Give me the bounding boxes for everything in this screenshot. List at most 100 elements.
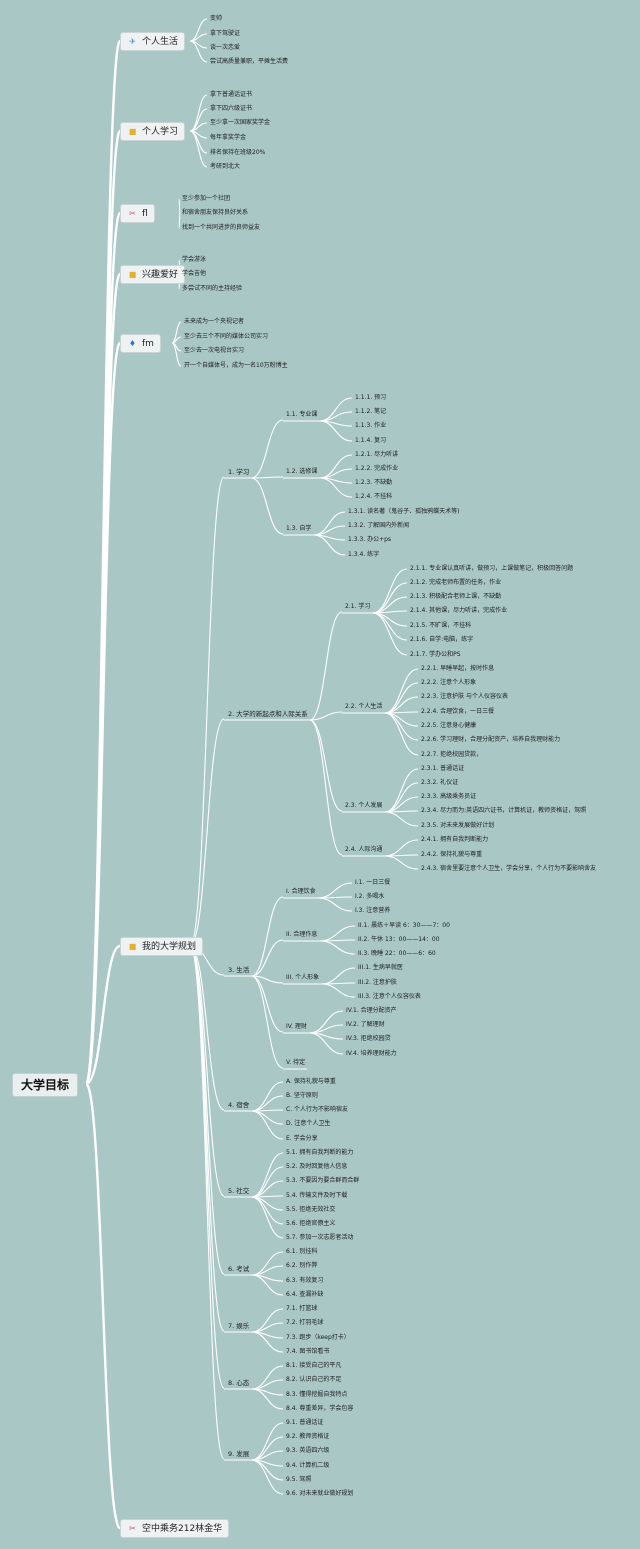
- plan-leaf-item: 6.3. 有效复习: [286, 1277, 324, 1284]
- plan-sub-label: 2.1. 学习: [345, 603, 371, 610]
- topic-t6[interactable]: ■ 我的大学规划: [120, 937, 204, 956]
- plan-leaf-item: 9.6. 对未来就业做好规划: [286, 1490, 354, 1497]
- connector-line: [251, 1095, 284, 1112]
- plan-leaf-item: II.3. 晚睡 22：00——6：60: [358, 950, 436, 957]
- plan-leaf-item: II.1. 晨练＋早读 6：30——7：00: [358, 922, 450, 929]
- connector-line: [251, 1110, 284, 1140]
- connector-line: [251, 476, 284, 479]
- plan-leaf-item: III.3. 注意个人仪容仪表: [358, 993, 421, 1000]
- topic-t1[interactable]: ✈个人生活: [120, 32, 186, 51]
- leaf-item: 至少参加一个社团: [182, 195, 231, 202]
- leaf-item: 至少去三个不同的媒体公司实习: [184, 333, 269, 340]
- connector-line: [317, 882, 353, 899]
- connector-line: [308, 1032, 344, 1055]
- plan-leaf-item: III.2. 注意护肤: [358, 979, 397, 986]
- plan-leaf-item: 1.1.2. 笔记: [355, 408, 387, 415]
- leaf-item: 未来成为一个央视记者: [184, 318, 245, 325]
- connector-line: [384, 668, 419, 714]
- plan-branch-label: 7. 娱乐: [228, 1322, 250, 1330]
- connector-line: [372, 612, 408, 641]
- plan-leaf-item: IV.1. 合理分配资产: [346, 1007, 397, 1014]
- connector-line: [251, 896, 284, 977]
- connector-line: [189, 945, 225, 1332]
- connector-line: [309, 719, 343, 856]
- connector-line: [313, 511, 346, 536]
- connector-line: [384, 811, 419, 827]
- topic-t5[interactable]: ♦fm: [120, 334, 161, 353]
- plan-leaf-item: 2.2.5. 注意身心健康: [421, 722, 477, 729]
- plan-branch-label: 8. 心态: [228, 1379, 250, 1387]
- connector-line: [313, 534, 346, 556]
- leaf-item: 和宿舍朋友保持良好关系: [182, 209, 249, 216]
- leaf-item: 至少去一次电视台实习: [184, 347, 245, 354]
- connector-line: [384, 696, 419, 714]
- plan-sub-label: II. 合理作息: [286, 931, 318, 938]
- connector-line: [308, 1010, 344, 1034]
- plan-leaf-item: 2.1.7. 学办公和PS: [410, 651, 461, 658]
- folder-icon: ■: [128, 270, 137, 279]
- tools-icon: ✂: [129, 209, 136, 218]
- plan-leaf-item: A. 保持礼貌与尊重: [286, 1078, 336, 1085]
- folder-icon: ■: [128, 127, 137, 136]
- connector-line: [251, 1196, 284, 1225]
- connector-line: [85, 944, 121, 1086]
- connector-line: [251, 1388, 284, 1410]
- plan-sub-label: 1.3. 自学: [286, 525, 312, 532]
- plan-leaf-item: 2.2.3. 注意护肤 与个人仪容仪表: [421, 693, 508, 700]
- plan-leaf-item: 2.1.1. 专业课认真听讲，做预习，上课做笔记，积极回答问题: [410, 565, 574, 572]
- plan-leaf-item: 2.1.5. 不旷课，不挂科: [410, 622, 472, 629]
- connector-line: [384, 712, 419, 741]
- plan-branch-label: 2. 大学的新起点和人际关系: [228, 710, 308, 718]
- plan-leaf-item: I.3. 注意营养: [355, 907, 391, 914]
- plan-leaf-item: 7.3. 跑步（keep打卡）: [286, 1334, 350, 1341]
- plan-leaf-item: 2.3.5. 对未来发展做好计划: [421, 822, 495, 829]
- leaf-item: 谈一次恋爱: [210, 44, 241, 51]
- connector-line: [251, 939, 284, 977]
- plan-leaf-item: 9.5. 驾照: [286, 1476, 312, 1483]
- connector-line: [84, 1082, 122, 1530]
- plan-branch-label: 9. 发展: [228, 1450, 250, 1458]
- folder-icon: ■: [128, 942, 137, 951]
- paper-plane-icon: ✈: [129, 37, 136, 46]
- plan-leaf-item: E. 学会分享: [286, 1135, 318, 1142]
- leaf-item: 找到一个共同进步的良师益友: [182, 224, 261, 231]
- topic-t3[interactable]: ✂fl: [120, 204, 155, 223]
- plan-leaf-item: 5.5. 拒绝无效社交: [286, 1206, 336, 1213]
- plan-leaf-item: 2.2.6. 学习理财，合理分配资产，培养自我理财能力: [421, 736, 561, 743]
- plan-leaf-item: 2.3.4. 尽力而为:英语四六证书，计算机证，教师资格证，驾照: [421, 807, 587, 814]
- topic-label: 兴趣爱好: [142, 270, 179, 280]
- connector-line: [189, 945, 225, 1389]
- topic-t4[interactable]: ■ 兴趣爱好: [120, 265, 186, 284]
- topic-label: 个人学习: [142, 127, 179, 137]
- leaf-item: 拿下驾驶证: [210, 30, 241, 37]
- plan-leaf-item: 5.7. 参加一次志愿者活动: [286, 1234, 354, 1241]
- plan-leaf-item: 1.3.2. 了解国内外新闻: [348, 522, 410, 529]
- topic-label: 我的大学规划: [142, 942, 197, 952]
- connector-line: [189, 945, 225, 1111]
- leaf-item: 考研到北大: [210, 163, 241, 170]
- topic-t2[interactable]: ■ 个人学习: [120, 122, 186, 141]
- plan-leaf-item: II.2. 午休 13：00——14：00: [358, 936, 440, 943]
- plan-sub-label: 2.3. 个人发展: [345, 802, 383, 809]
- plan-sub-label: III. 个人形象: [286, 974, 320, 981]
- plan-leaf-item: 1.1.3. 作业: [355, 422, 387, 429]
- connector-line: [384, 768, 419, 813]
- root-topic[interactable]: 大学目标: [12, 1073, 79, 1097]
- connector-line: [384, 796, 419, 813]
- topic-t7[interactable]: ✂空中乘务212林金华: [120, 1519, 230, 1538]
- connector-line: [251, 419, 284, 479]
- plan-sub-label: IV. 理财: [286, 1023, 307, 1030]
- plan-leaf-item: 1.2.2. 完成作业: [355, 465, 399, 472]
- connector-line: [189, 718, 225, 947]
- connector-line: [189, 945, 225, 1460]
- plan-sub-label: 2.2. 个人生活: [345, 703, 383, 710]
- connector-line: [251, 1331, 284, 1353]
- plan-leaf-item: 6.1. 別挂科: [286, 1248, 318, 1255]
- plan-leaf-item: 7.2. 打羽毛球: [286, 1319, 324, 1326]
- plan-sub-label: 1.2. 选修课: [286, 468, 318, 475]
- plan-branch-label: 6. 考试: [228, 1265, 250, 1273]
- plan-leaf-item: 5.3. 不要因为要合群而合群: [286, 1177, 360, 1184]
- connector-line: [251, 477, 284, 535]
- plan-branch-label: 3. 生活: [228, 966, 250, 974]
- plan-leaf-item: 1.2.4. 不挂科: [355, 493, 393, 500]
